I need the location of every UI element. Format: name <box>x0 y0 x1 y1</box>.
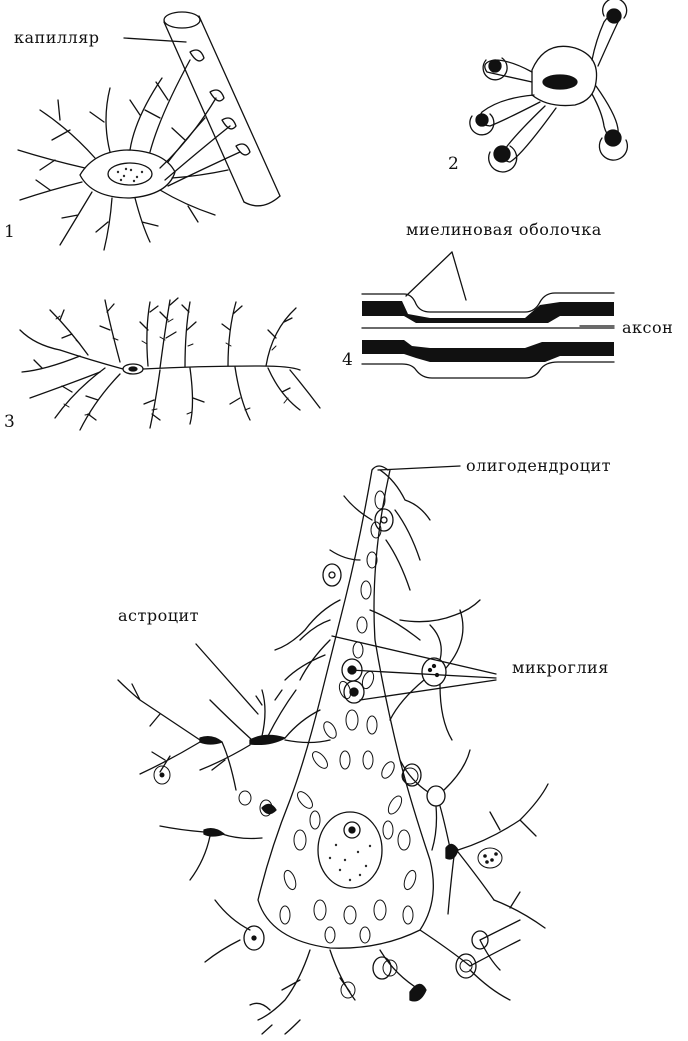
panel-2-oligodendrocyte-drawing <box>470 0 628 172</box>
astrocyte-cells <box>118 680 548 1001</box>
label-myelin-sheath: миелиновая оболочка <box>406 220 602 239</box>
oligodendrocyte-cells <box>244 509 488 979</box>
panel-number-4: 4 <box>342 350 353 370</box>
panel-number-2: 2 <box>448 154 459 174</box>
microglia-cells <box>390 610 470 850</box>
label-oligodendrocyte: олигодендроцит <box>466 456 611 475</box>
label-astrocyte: астроцит <box>118 606 199 625</box>
label-microglia: микроглия <box>512 658 609 677</box>
panel-3-microglia-drawing <box>20 298 320 430</box>
panel-4-myelinated-axon-drawing <box>362 252 614 378</box>
label-axon: аксон <box>622 318 673 337</box>
panel-number-1: 1 <box>4 222 15 242</box>
label-capillary: капилляр <box>14 28 100 47</box>
panel-number-3: 3 <box>4 412 15 432</box>
neuron-with-glia-drawing <box>118 466 548 1034</box>
panel-1-astrocyte-drawing <box>18 12 280 250</box>
